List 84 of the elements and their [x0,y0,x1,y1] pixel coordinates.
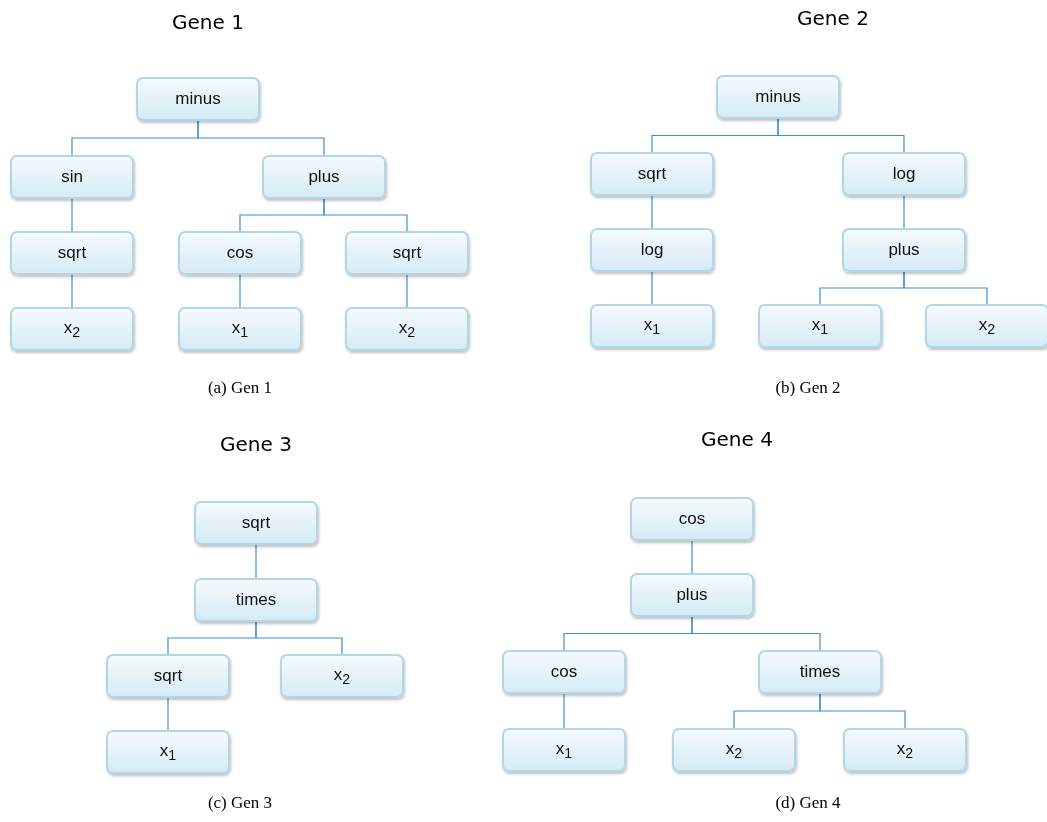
operator-node [590,304,714,348]
operator-node [758,304,882,348]
node-label: sqrt [57,243,87,263]
node-label: log [892,164,916,184]
node-label: x$_{1}$ [643,314,661,338]
tree-title: Gene 2 [797,6,869,30]
node-label: times [799,662,841,682]
operator-node [10,307,134,351]
operator-node [630,497,754,541]
tree-title: Gene 4 [701,427,773,451]
operator-node [280,654,404,698]
connector-line [167,697,169,731]
connector-line [651,195,653,229]
operator-node [630,573,754,617]
subfigure-caption: (d) Gen 4 [775,793,841,813]
operator-node [672,728,796,772]
node-label: sqrt [637,164,667,184]
operator-node [502,728,626,772]
operator-node [106,654,230,698]
node-label: sin [61,167,83,187]
node-label: sqrt [392,243,422,263]
operator-node [178,231,302,275]
node-label: x$_{2}$ [896,738,914,762]
connector-line [239,274,241,308]
operator-node [106,730,230,774]
node-label: cos [678,509,706,529]
connector-line [903,195,905,229]
connector-line [651,271,653,305]
node-label: minus [175,89,221,109]
node-label: cos [550,662,578,682]
node-label: plus [308,167,340,187]
operator-node [178,307,302,351]
connector-line [71,274,73,308]
subfigure-caption: (c) Gen 3 [207,793,273,813]
connector-line [691,540,693,574]
connector-line [323,198,408,232]
node-label: x$_{1}$ [555,738,573,762]
operator-node [194,501,318,545]
operator-node [502,650,626,694]
operator-node [262,155,386,199]
node-label: x$_{2}$ [978,314,996,338]
node-label: sqrt [241,513,271,533]
operator-node [842,152,966,196]
operator-node [758,650,882,694]
connector-line [563,693,565,729]
tree-title: Gene 1 [172,10,244,34]
connector-line [777,118,905,153]
node-label: x$_{1}$ [811,314,829,338]
node-label: plus [676,585,708,605]
node-label: x$_{2}$ [398,317,416,341]
connector-line [255,544,257,579]
operator-node [194,578,318,622]
node-label: x$_{1}$ [159,740,177,764]
node-label: x$_{2}$ [333,664,351,688]
connector-line [903,271,988,305]
node-label: log [640,240,664,260]
operator-node [136,77,260,121]
operator-node [345,307,469,351]
connector-line [819,693,906,729]
node-label: minus [755,87,801,107]
operator-node [843,728,967,772]
operator-node [345,231,469,275]
operator-node [842,228,966,272]
connector-line [71,198,73,232]
node-label: cos [226,243,254,263]
operator-node [925,304,1047,348]
node-label: times [235,590,277,610]
connector-line [406,274,408,308]
subfigure-caption: (b) Gen 2 [775,378,841,398]
node-label: plus [888,240,920,260]
subfigure-caption: (a) Gen 1 [207,378,273,398]
operator-node [716,75,840,119]
operator-node [10,231,134,275]
connector-line [691,616,821,651]
node-label: x$_{2}$ [725,738,743,762]
node-label: x$_{2}$ [63,317,81,341]
node-label: sqrt [153,666,183,686]
tree-title: Gene 3 [220,432,292,456]
node-label: x$_{1}$ [231,317,249,341]
operator-node [590,228,714,272]
operator-node [590,152,714,196]
operator-node [10,155,134,199]
connector-line [197,120,325,156]
connector-line [255,621,343,655]
